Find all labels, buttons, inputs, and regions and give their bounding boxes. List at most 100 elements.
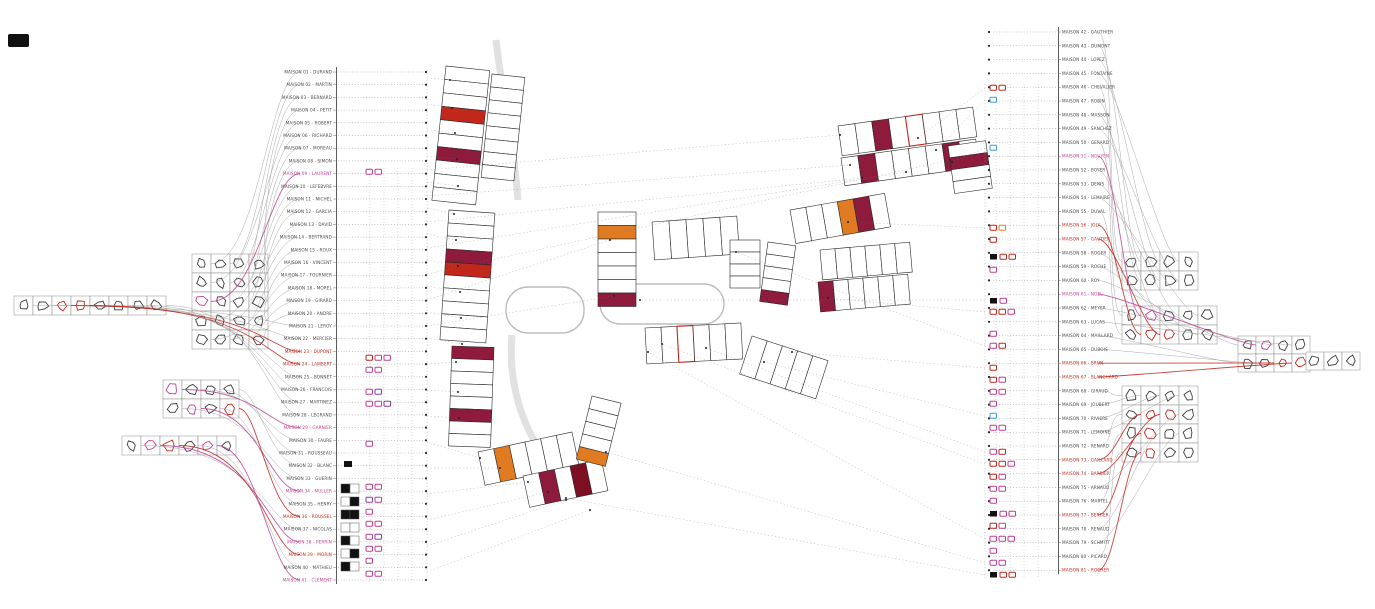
connector-line <box>426 361 457 365</box>
unit-glyph <box>365 557 373 564</box>
mini-cell <box>340 561 351 572</box>
building-plot <box>729 251 761 265</box>
fan-curve <box>1097 395 1161 419</box>
fan-curve <box>200 389 301 441</box>
maison-label: MAISON 75 - ARNAUD <box>1062 485 1110 490</box>
building-strip <box>448 345 495 448</box>
maison-label: MAISON 29 - GARNIER <box>284 425 332 430</box>
unit-glyph <box>989 535 997 542</box>
plot-shape <box>1182 310 1193 321</box>
unit-glyph <box>1007 308 1015 315</box>
building-plot <box>449 395 493 411</box>
building-strip <box>644 322 744 365</box>
leader-dot <box>987 306 991 310</box>
maison-label: MAISON 61 - NOEL <box>1062 292 1103 297</box>
maison-label: MAISON 26 - FRANCOIS <box>281 387 332 392</box>
maison-label: MAISON 12 - GARCIA <box>287 209 332 214</box>
maison-label: MAISON 74 - BARBIER <box>1062 471 1110 476</box>
fan-curve <box>1097 114 1161 281</box>
plot-shape <box>1294 356 1307 368</box>
building-plot <box>834 247 853 279</box>
maison-label: MAISON 07 - MOREAU <box>284 146 332 151</box>
leader-dot <box>987 182 991 185</box>
plot-shape <box>196 257 206 268</box>
connector-line <box>647 351 986 540</box>
leader-dot <box>987 58 991 61</box>
mini-cell <box>349 509 360 520</box>
black-chip <box>990 254 997 260</box>
fan-curve <box>1097 335 1239 364</box>
maison-label: MAISON 35 - HENRY <box>289 501 333 506</box>
unit-glyph <box>989 485 997 492</box>
building-strip <box>431 65 491 206</box>
plot-shape <box>1125 388 1137 401</box>
plot-shape <box>1259 359 1271 368</box>
connector-line <box>827 297 986 313</box>
building-plot <box>892 273 911 306</box>
maison-label: MAISON 58 - ROGER <box>1062 250 1106 255</box>
plot-shape <box>1163 447 1177 458</box>
connector-line <box>426 481 529 495</box>
plot-shape <box>37 301 50 311</box>
leader-dot <box>424 426 428 429</box>
leader-dot <box>424 388 428 391</box>
fan-curve <box>165 305 301 416</box>
unit-glyph <box>989 308 997 315</box>
right-fan-curves <box>1097 31 1293 571</box>
plot-shape <box>1125 409 1138 420</box>
mini-cell <box>340 548 351 559</box>
maison-label: MAISON 46 - CHEVALIER <box>1062 85 1115 90</box>
unit-glyph <box>998 424 1006 431</box>
maison-label: MAISON 41 - CLEMENT <box>283 578 333 583</box>
maison-label: MAISON 04 - PETIT <box>291 108 332 113</box>
plot-cell <box>1341 351 1361 371</box>
fan-curve <box>1097 414 1161 475</box>
leader-dot <box>987 527 991 530</box>
leader-dot <box>424 197 428 201</box>
building-plot <box>955 106 978 140</box>
unit-glyph <box>989 559 997 566</box>
unit-glyph <box>383 400 391 407</box>
fan-curve <box>181 389 301 429</box>
plot-shape <box>1278 340 1289 352</box>
mini-cell <box>349 522 360 533</box>
building-plot <box>832 279 851 311</box>
plot-shape <box>223 384 235 395</box>
building-plot <box>729 263 761 277</box>
plot-shape <box>1145 256 1158 268</box>
building-plot <box>480 164 516 182</box>
connector-line <box>426 134 841 171</box>
building-plot <box>597 252 637 267</box>
unit-glyph <box>365 496 373 503</box>
fan-curve <box>159 445 301 543</box>
connector-line <box>605 451 986 564</box>
unit-glyph <box>998 522 1006 529</box>
fan-curve <box>1097 169 1161 316</box>
fan-curve <box>1097 414 1180 488</box>
maison-label: MAISON 65 - DUBOIS <box>1062 347 1108 352</box>
plot-cell <box>1159 324 1180 345</box>
unit-glyph <box>989 522 997 529</box>
unit-glyph <box>989 266 997 273</box>
unit-glyph <box>998 448 1006 455</box>
building-plot <box>849 245 868 278</box>
building-plot <box>685 218 706 258</box>
leader-dot <box>424 236 428 239</box>
unit-glyph <box>989 376 997 383</box>
plot-cell <box>1291 335 1311 355</box>
plot-shape <box>252 276 264 288</box>
building-plot <box>451 345 495 361</box>
plot-shape <box>1242 358 1254 370</box>
mini-cell <box>349 496 360 507</box>
building-strip <box>947 140 993 194</box>
plot-shape <box>1164 275 1177 287</box>
plot-cell <box>229 310 250 331</box>
plot-shape <box>1163 329 1175 340</box>
building-plot <box>692 324 712 362</box>
plot-shape <box>1144 274 1156 285</box>
maison-label: MAISON 08 - SIMON <box>289 158 332 163</box>
plot-cell <box>121 435 142 456</box>
plot-shape <box>19 299 29 310</box>
